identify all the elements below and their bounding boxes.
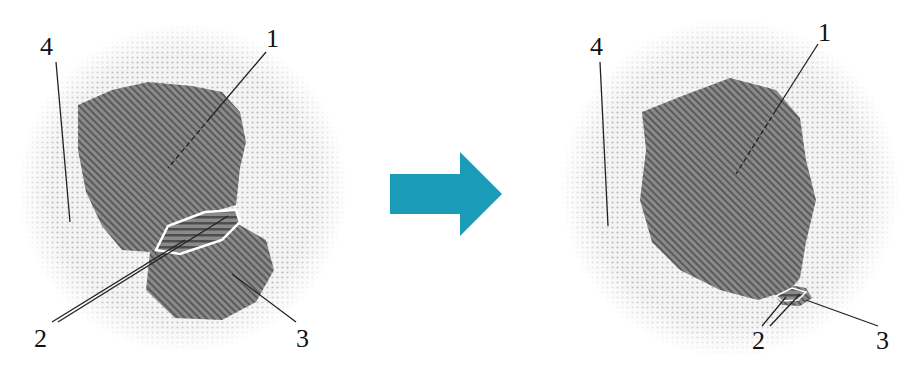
leader-line bbox=[776, 44, 818, 110]
grain-three bbox=[774, 285, 812, 306]
process-arrow bbox=[390, 152, 502, 236]
callout-number: 3 bbox=[296, 326, 309, 352]
callout-number: 1 bbox=[818, 20, 831, 46]
callout-number: 4 bbox=[590, 34, 603, 60]
callout-number: 2 bbox=[34, 326, 47, 352]
matrix-area bbox=[540, 0, 909, 376]
leader-line bbox=[770, 294, 800, 326]
leader-line bbox=[58, 216, 228, 322]
matrix-area bbox=[0, 0, 380, 376]
leader-line bbox=[736, 110, 776, 174]
callout-number: 4 bbox=[40, 34, 53, 60]
callout-number: 1 bbox=[266, 26, 279, 52]
leader-line bbox=[232, 274, 296, 322]
leader-line bbox=[210, 52, 266, 118]
overlap-region bbox=[776, 288, 806, 301]
leader-line bbox=[806, 300, 878, 326]
callout-number: 3 bbox=[876, 328, 889, 354]
grain-one bbox=[640, 78, 816, 300]
callout-number: 2 bbox=[752, 328, 765, 354]
leader-line bbox=[56, 62, 70, 222]
leader-line bbox=[52, 240, 185, 322]
leader-line bbox=[168, 118, 210, 168]
leader-line bbox=[600, 62, 608, 226]
